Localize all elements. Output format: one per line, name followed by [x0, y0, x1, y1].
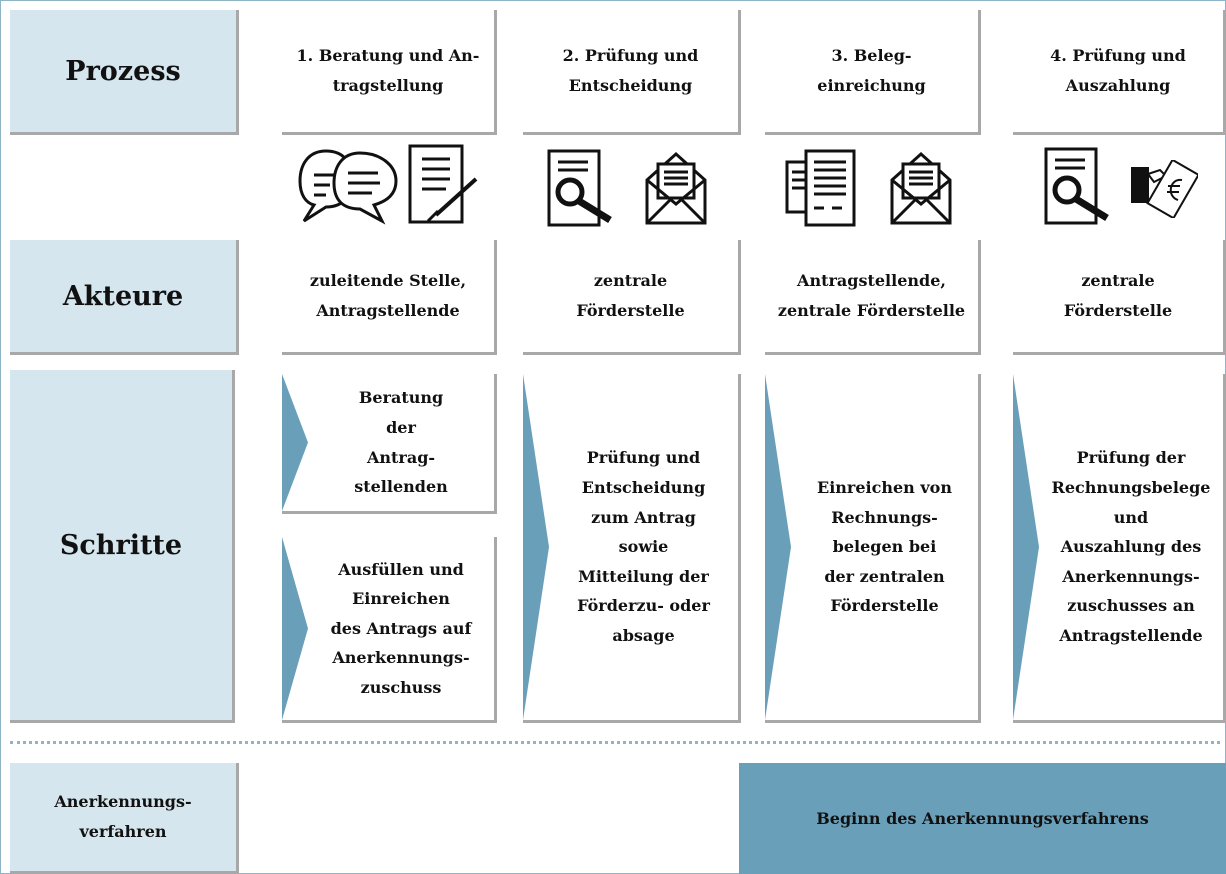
step-1b: Ausfüllen und Einreichen des Antrags auf…	[282, 537, 497, 723]
arrow-icon	[282, 374, 308, 511]
envelope-icon	[889, 148, 953, 226]
step-3: Einreichen von Rechnungs- belegen bei de…	[765, 374, 981, 723]
arrow-icon	[1013, 374, 1039, 720]
arrow-icon	[523, 374, 549, 720]
documents-stack-icon	[784, 148, 864, 228]
speech-bubbles-icon	[296, 143, 402, 225]
phase-4-actors: zentrale Förderstelle	[1013, 240, 1226, 355]
phase-3-actors: Antragstellende, zentrale Förderstelle	[765, 240, 981, 355]
step-1a: Beratung der Antrag- stellenden	[282, 374, 497, 514]
document-magnifier-icon	[546, 148, 618, 228]
row-label-prozess: Prozess	[10, 10, 239, 135]
start-bar: Beginn des Anerkennungsverfahrens	[739, 763, 1226, 874]
row-label-schritte: Schritte	[10, 370, 235, 723]
phase-1-title: 1. Beratung und An- tragstellung	[282, 10, 497, 135]
step-2: Prüfung und Entscheidung zum Antrag sowi…	[523, 374, 741, 723]
euro-payment-icon	[1130, 160, 1198, 218]
arrow-icon	[282, 537, 308, 720]
arrow-icon	[765, 374, 791, 720]
envelope-icon	[644, 148, 708, 226]
phase-2-title: 2. Prüfung und Entscheidung	[523, 10, 741, 135]
row-label-anerkennungsverfahren: Anerkennungs- verfahren	[10, 763, 239, 874]
phase-4-title: 4. Prüfung und Auszahlung	[1013, 10, 1226, 135]
step-4: Prüfung der Rechnungsbelege und Auszahlu…	[1013, 374, 1226, 723]
start-label: Beginn des Anerkennungsverfahrens	[816, 809, 1149, 828]
phase-3-title: 3. Beleg- einreichung	[765, 10, 981, 135]
document-magnifier-icon	[1043, 146, 1115, 226]
phase-2-actors: zentrale Förderstelle	[523, 240, 741, 355]
row-label-akteure: Akteure	[10, 240, 239, 355]
document-pen-icon	[406, 143, 480, 227]
dotted-divider	[10, 741, 1220, 744]
phase-1-actors: zuleitende Stelle, Antragstellende	[282, 240, 497, 355]
